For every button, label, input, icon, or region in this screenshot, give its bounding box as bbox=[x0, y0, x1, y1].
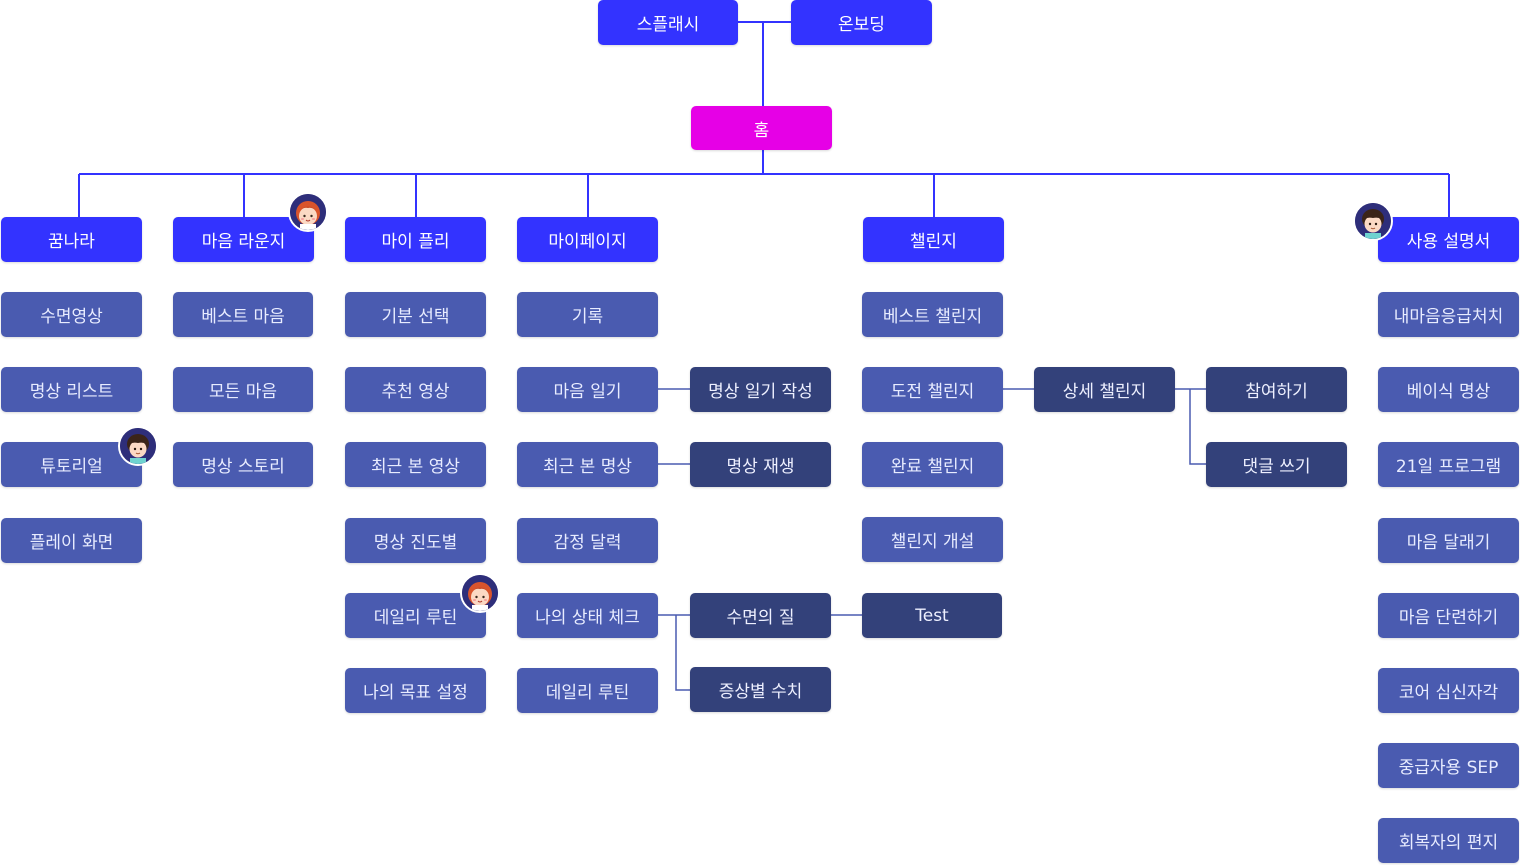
dream-item[interactable]: 명상 리스트 bbox=[1, 367, 142, 412]
mypage-item[interactable]: 나의 상태 체크 bbox=[517, 593, 658, 638]
myplay-item[interactable]: 나의 목표 설정 bbox=[345, 668, 486, 713]
splash-node[interactable]: 스플래시 bbox=[598, 0, 738, 45]
dream-item[interactable]: 수면영상 bbox=[1, 292, 142, 337]
girl-avatar bbox=[288, 192, 328, 232]
mypage-item[interactable]: 마음 일기 bbox=[517, 367, 658, 412]
join-node[interactable]: 참여하기 bbox=[1206, 367, 1347, 412]
category-lounge[interactable]: 마음 라운지 bbox=[173, 217, 314, 262]
challenge-item[interactable]: 도전 챌린지 bbox=[862, 367, 1003, 412]
challenge-item[interactable]: 베스트 챌린지 bbox=[862, 292, 1003, 337]
girl-avatar bbox=[460, 573, 500, 613]
dream-item[interactable]: 플레이 화면 bbox=[1, 518, 142, 563]
test-node[interactable]: Test bbox=[862, 593, 1002, 638]
mypage-item[interactable]: 기록 bbox=[517, 292, 658, 337]
connector-comment bbox=[1189, 389, 1207, 465]
boy-avatar bbox=[118, 426, 158, 466]
manual-item[interactable]: 회복자의 편지 bbox=[1378, 818, 1519, 863]
onboarding-node[interactable]: 온보딩 bbox=[791, 0, 932, 45]
comment-node[interactable]: 댓글 쓰기 bbox=[1206, 442, 1347, 487]
challenge-item[interactable]: 챌린지 개설 bbox=[862, 517, 1003, 562]
manual-item[interactable]: 내마음응급처치 bbox=[1378, 292, 1519, 337]
myplay-item[interactable]: 명상 진도별 bbox=[345, 518, 486, 563]
connector-symptom bbox=[675, 615, 691, 691]
myplay-item[interactable]: 기분 선택 bbox=[345, 292, 486, 337]
mypage-item[interactable]: 최근 본 명상 bbox=[517, 442, 658, 487]
manual-item[interactable]: 중급자용 SEP bbox=[1378, 743, 1519, 788]
manual-item[interactable]: 마음 단련하기 bbox=[1378, 593, 1519, 638]
challenge-item[interactable]: 완료 챌린지 bbox=[862, 442, 1003, 487]
myplay-item[interactable]: 추천 영상 bbox=[345, 367, 486, 412]
category-manual[interactable]: 사용 설명서 bbox=[1378, 217, 1519, 262]
manual-item[interactable]: 코어 심신자각 bbox=[1378, 668, 1519, 713]
category-mypage[interactable]: 마이페이지 bbox=[517, 217, 658, 262]
manual-item[interactable]: 마음 달래기 bbox=[1378, 518, 1519, 563]
diary-write-node[interactable]: 명상 일기 작성 bbox=[690, 367, 831, 412]
manual-item[interactable]: 베이식 명상 bbox=[1378, 367, 1519, 412]
mypage-item[interactable]: 데일리 루틴 bbox=[517, 668, 658, 713]
category-dream[interactable]: 꿈나라 bbox=[1, 217, 142, 262]
lounge-item[interactable]: 명상 스토리 bbox=[173, 442, 313, 487]
lounge-item[interactable]: 베스트 마음 bbox=[173, 292, 313, 337]
replay-node[interactable]: 명상 재생 bbox=[690, 442, 831, 487]
myplay-item[interactable]: 최근 본 영상 bbox=[345, 442, 486, 487]
symptom-node[interactable]: 증상별 수치 bbox=[690, 667, 831, 712]
category-myplay[interactable]: 마이 플리 bbox=[345, 217, 486, 262]
boy-avatar bbox=[1353, 201, 1393, 241]
home-node[interactable]: 홈 bbox=[691, 106, 832, 150]
manual-item[interactable]: 21일 프로그램 bbox=[1378, 442, 1519, 487]
challenge-detail-node[interactable]: 상세 챌린지 bbox=[1034, 367, 1175, 412]
category-challenge[interactable]: 챌린지 bbox=[863, 217, 1004, 262]
mypage-item[interactable]: 감정 달력 bbox=[517, 518, 658, 563]
lounge-item[interactable]: 모든 마음 bbox=[173, 367, 313, 412]
sleep-quality-node[interactable]: 수면의 질 bbox=[690, 593, 831, 638]
